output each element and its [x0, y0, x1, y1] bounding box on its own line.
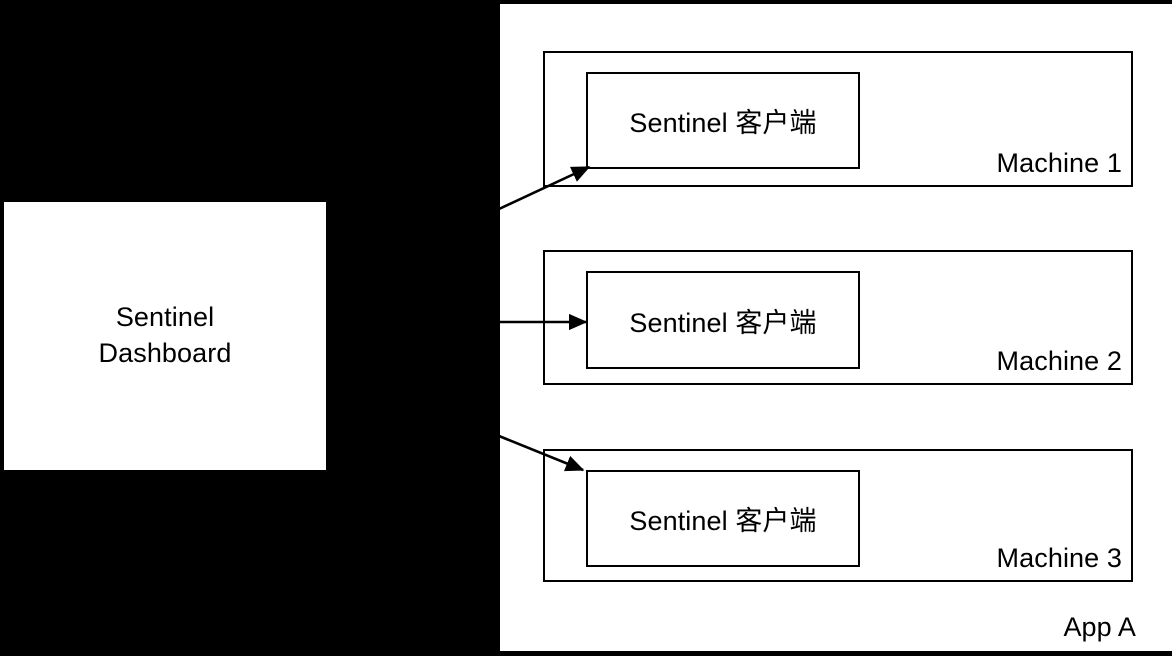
app-a-label: App A	[1063, 612, 1136, 642]
sentinel-client-box-2[interactable]: Sentinel 客户端	[586, 271, 860, 369]
machine-box-3[interactable]: Sentinel 客户端 Machine 3	[543, 449, 1133, 582]
app-a-panel[interactable]: Sentinel 客户端 Machine 1 Sentinel 客户端 Mach…	[498, 2, 1172, 653]
sentinel-client-label-2: Sentinel 客户端	[629, 307, 817, 338]
sentinel-dashboard-node[interactable]: Sentinel Dashboard	[2, 200, 328, 472]
machine-box-2[interactable]: Sentinel 客户端 Machine 2	[543, 250, 1133, 385]
sentinel-dashboard-label: Sentinel Dashboard	[98, 302, 232, 368]
machine-label-2: Machine 2	[996, 346, 1122, 376]
machine-box-1[interactable]: Sentinel 客户端 Machine 1	[543, 51, 1133, 187]
machine-label-3: Machine 3	[996, 543, 1122, 573]
sentinel-client-label-3: Sentinel 客户端	[629, 506, 817, 536]
sentinel-client-label-1: Sentinel 客户端	[629, 108, 817, 138]
sentinel-client-box-1[interactable]: Sentinel 客户端	[586, 72, 860, 169]
machine-label-1: Machine 1	[996, 148, 1122, 178]
sentinel-client-box-3[interactable]: Sentinel 客户端	[586, 470, 860, 567]
